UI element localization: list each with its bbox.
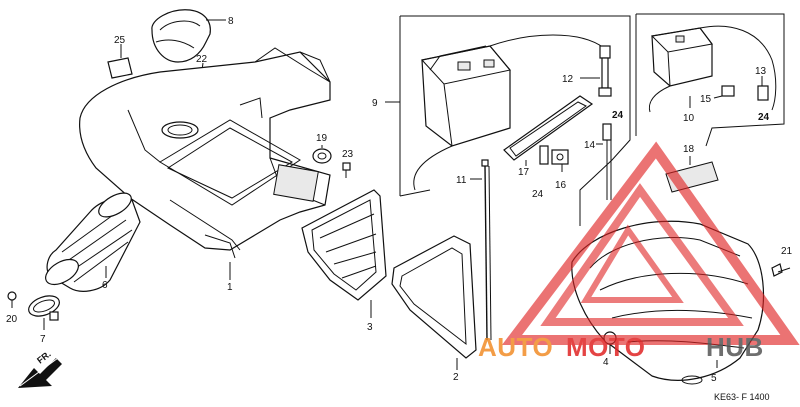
watermark-triangle-inner [580,224,684,303]
callout-19: 19 [316,133,328,144]
callout-18: 18 [683,144,695,155]
band-clamp-part [28,295,60,321]
callout-5: 5 [711,373,717,384]
filter-element-part [391,235,477,359]
callout-21: 21 [781,246,793,257]
callout-12: 12 [562,74,574,85]
battery-band-part [503,95,594,165]
label-part [107,57,133,79]
callout-6: 6 [102,280,108,291]
battery-variant-frame [635,13,785,147]
holder-part [551,149,569,165]
battery-variant-part [650,27,713,87]
callout-10: 10 [683,113,695,124]
watermark-logo: AUTO MOTO HUB [478,141,800,362]
callout-13: 13 [755,66,767,77]
watermark-hub: HUB [706,332,764,362]
watermark-triangle-outer [501,141,800,345]
callout-23: 23 [342,149,354,160]
element-frame-part [301,189,387,301]
callout-20: 20 [6,314,18,325]
callout-25: 25 [114,35,126,46]
elbow-hose-part [151,9,211,63]
tube-clip-part [602,123,612,200]
battery-part [421,45,511,147]
callout-8: 8 [228,16,234,27]
front-direction-arrow-icon [18,357,62,388]
battery-group-frame [399,15,631,226]
callout-17: 17 [518,167,530,178]
callout-11: 11 [456,175,467,186]
breather-rod-part [481,159,492,341]
variant-tube-part [699,25,777,111]
callout-24-b: 24 [532,189,544,200]
callout-24-a: 24 [612,110,624,121]
callout-1: 1 [227,282,233,293]
breather-tube-part [489,34,605,49]
bolt-part-21 [771,263,791,277]
callout-14: 14 [584,140,596,151]
screw-part-23 [342,162,351,178]
watermark-moto: MOTO [566,332,646,362]
connecting-tube-part [45,192,141,292]
watermark-triangle-mid [540,183,744,326]
air-cleaner-case-part [79,47,331,259]
bolt-part-20 [7,291,17,308]
diagram-code: KE63- F 1400 [714,392,770,402]
callout-9: 9 [372,98,378,109]
tube-joint-part [598,45,612,97]
callout-2: 2 [453,372,459,383]
grommet-part [312,148,332,164]
clip-part-15 [721,85,735,97]
variant-cable-part [648,85,671,113]
callout-4: 4 [603,357,609,368]
callout-16: 16 [555,180,567,191]
joint-part-13 [757,85,769,101]
callout-7: 7 [40,334,46,345]
callout-22: 22 [196,54,208,65]
callout-24-c: 24 [758,112,770,123]
callout-15: 15 [700,94,712,105]
front-marker-label: FR. [35,349,53,366]
callout-3: 3 [367,322,373,333]
battery-cable-part [413,145,453,191]
watermark-auto: AUTO [478,332,553,362]
